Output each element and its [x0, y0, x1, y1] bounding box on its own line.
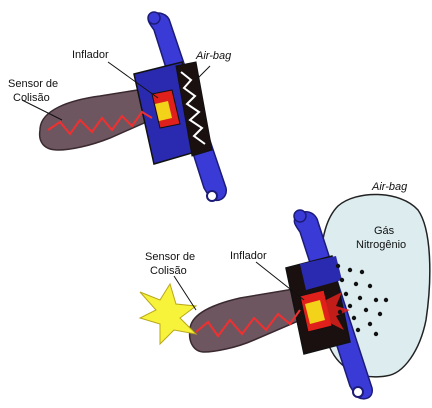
- sensor-label-top-line1: Sensor de: [8, 78, 58, 90]
- sensor-label-bottom-line1: Sensor de: [145, 251, 195, 263]
- sensor-label-top-line2: Colisão: [13, 92, 50, 104]
- wheel-bolt-bottom-lower: [353, 387, 363, 397]
- gas-label-line1: Gás: [374, 225, 395, 237]
- wheel-bolt-bottom-upper: [294, 210, 306, 222]
- airbag-label-bottom: Air-bag: [371, 181, 408, 193]
- gas-label-line2: Nitrogênio: [356, 239, 406, 251]
- sensor-label-bottom-line2: Colisão: [150, 265, 187, 277]
- wheel-bolt-top-lower: [207, 191, 217, 201]
- wheel-bolt-top-upper: [148, 12, 160, 24]
- airbag-label-top: Air-bag: [195, 50, 232, 62]
- panel-top: Sensor de Colisão Inflador Air-bag: [8, 12, 232, 201]
- collision-spark-icon: [140, 284, 196, 344]
- panel-bottom: Sensor de Colisão Inflador Air-bag Gás N…: [140, 181, 430, 399]
- inflator-label-top: Inflador: [72, 49, 109, 61]
- inflator-label-bottom: Inflador: [230, 250, 267, 262]
